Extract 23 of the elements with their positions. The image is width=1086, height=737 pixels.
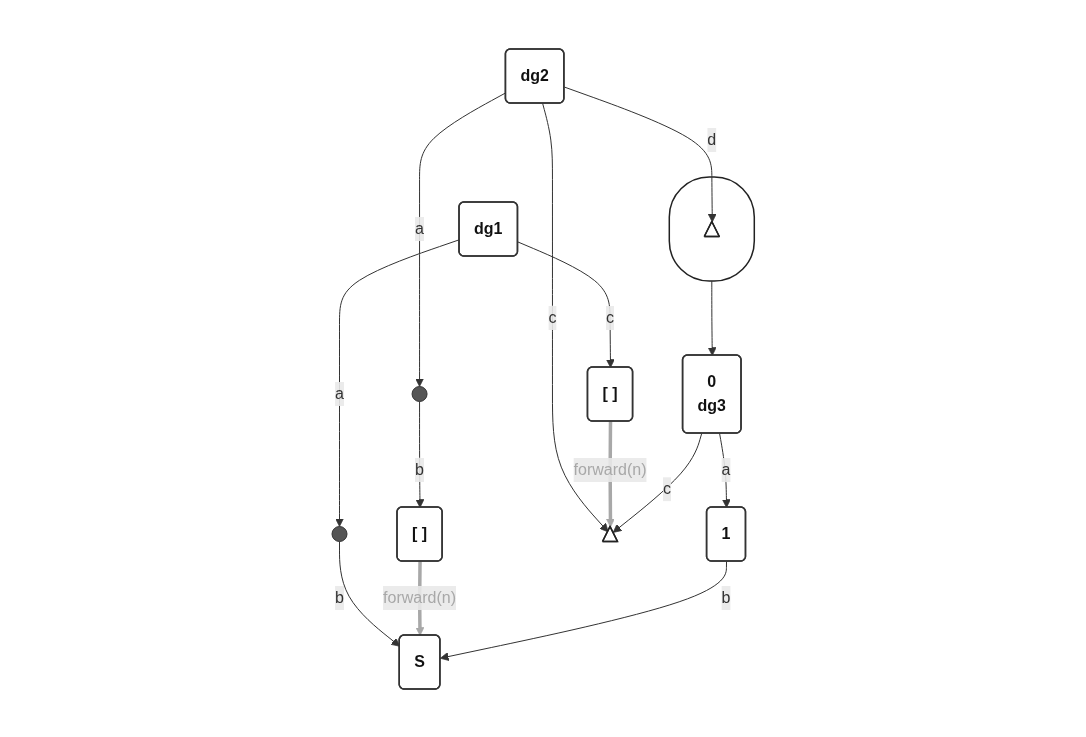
edge-label: d bbox=[707, 130, 717, 148]
edge-label: a bbox=[334, 384, 344, 402]
edge-label: a bbox=[414, 219, 424, 237]
arrow bbox=[338, 540, 400, 647]
edge-label: b bbox=[334, 588, 344, 606]
arrow bbox=[612, 432, 703, 533]
node-circle bbox=[411, 385, 428, 402]
arrow bbox=[563, 86, 717, 222]
edge-label: forward(n) bbox=[382, 588, 456, 606]
arrow bbox=[517, 241, 615, 368]
edge-label: c bbox=[605, 308, 614, 326]
arrow bbox=[542, 102, 609, 532]
node-circle bbox=[331, 525, 348, 542]
edge-label: forward(n) bbox=[573, 460, 647, 478]
arrow bbox=[718, 432, 731, 508]
edge-label: c bbox=[548, 308, 557, 326]
arrow bbox=[415, 400, 425, 508]
arrow bbox=[439, 560, 727, 661]
edge-label: c bbox=[662, 479, 671, 497]
arrow bbox=[707, 280, 717, 356]
edge-label: a bbox=[721, 460, 731, 478]
edge-label: b bbox=[721, 588, 731, 606]
edge-label: b bbox=[414, 460, 424, 478]
